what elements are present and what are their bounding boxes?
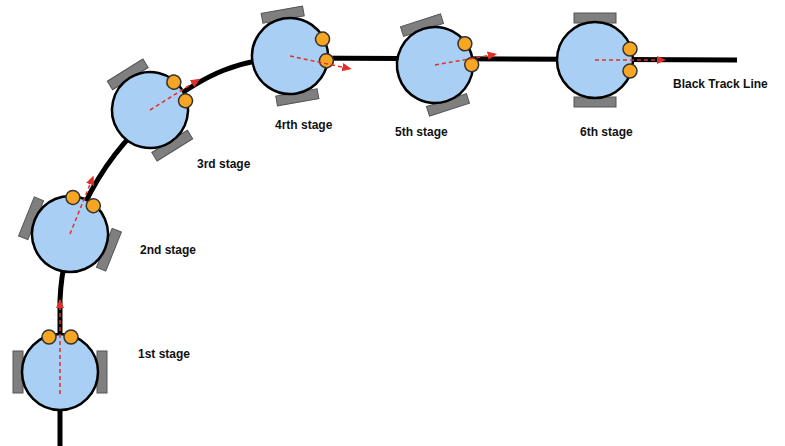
robot <box>93 39 224 170</box>
robot <box>13 300 107 410</box>
heading-arrow <box>150 79 199 110</box>
sensor <box>456 35 474 53</box>
sensor <box>84 197 102 215</box>
robot <box>12 159 137 287</box>
robot <box>244 0 354 109</box>
robot <box>557 13 665 107</box>
stage-label: 1st stage <box>138 347 190 361</box>
track-label: Black Track Line <box>673 77 768 91</box>
sensor <box>318 53 334 69</box>
sensor <box>623 42 637 56</box>
stage-label: 4rth stage <box>275 118 332 132</box>
robot <box>384 1 508 121</box>
track-line <box>60 58 737 446</box>
sensor <box>42 330 56 344</box>
sensor <box>314 31 330 47</box>
stage-label: 2nd stage <box>140 243 196 257</box>
sensor <box>176 91 195 110</box>
stage-label: 3rd stage <box>197 157 250 171</box>
sensor <box>64 330 78 344</box>
heading-arrow <box>70 177 93 234</box>
sensor <box>623 64 637 78</box>
heading-arrow <box>59 300 61 394</box>
robot-body <box>98 58 203 163</box>
sensor <box>64 188 82 206</box>
heading-arrow <box>595 59 665 61</box>
sensor <box>164 72 183 91</box>
heading-arrow <box>290 46 351 79</box>
stage-label: 5th stage <box>395 125 448 139</box>
stage-label: 6th stage <box>580 125 633 139</box>
heading-arrow <box>435 46 496 73</box>
